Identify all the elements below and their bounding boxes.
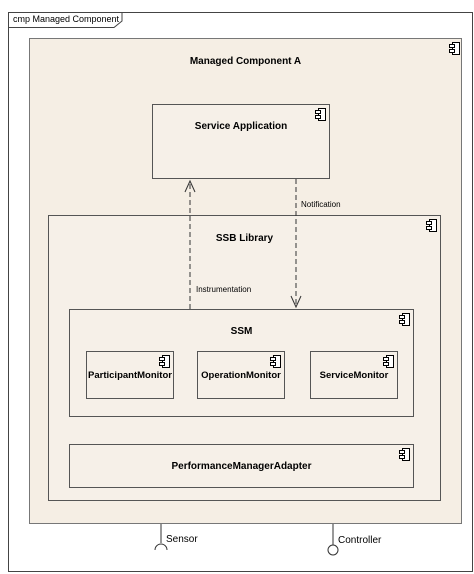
sensor-socket [154,543,168,551]
managed-component-a-title: Managed Component A [189,56,302,67]
frame-title: cmp Managed Component [13,14,120,24]
controller-lollipop [327,544,339,556]
instrumentation-arrowhead [184,179,196,193]
service-application[interactable]: Service Application [152,104,330,179]
service-application-title: Service Application [194,121,288,132]
performance-manager-adapter-title: PerformanceManagerAdapter [171,461,312,472]
component-icon [159,355,170,368]
ssm-title: SSM [230,326,253,337]
instrumentation-label: Instrumentation [196,285,252,294]
notification-arrowhead [290,295,302,309]
sensor-label: Sensor [166,534,198,545]
diagram-frame [8,12,473,572]
controller-label: Controller [338,535,382,546]
component-icon [449,42,460,55]
component-icon [399,313,410,326]
component-icon [426,219,437,232]
participant-monitor-title: ParticipantMonitor [88,370,172,381]
component-icon [315,108,326,121]
operation-monitor-title: OperationMonitor [201,370,281,381]
ssb-library-title: SSB Library [215,233,274,244]
notification-label: Notification [301,200,341,209]
component-icon [270,355,281,368]
component-icon [399,448,410,461]
component-icon [383,355,394,368]
frame-tab [8,12,123,28]
service-monitor-title: ServiceMonitor [319,370,389,381]
performance-manager-adapter[interactable]: PerformanceManagerAdapter [69,444,414,488]
